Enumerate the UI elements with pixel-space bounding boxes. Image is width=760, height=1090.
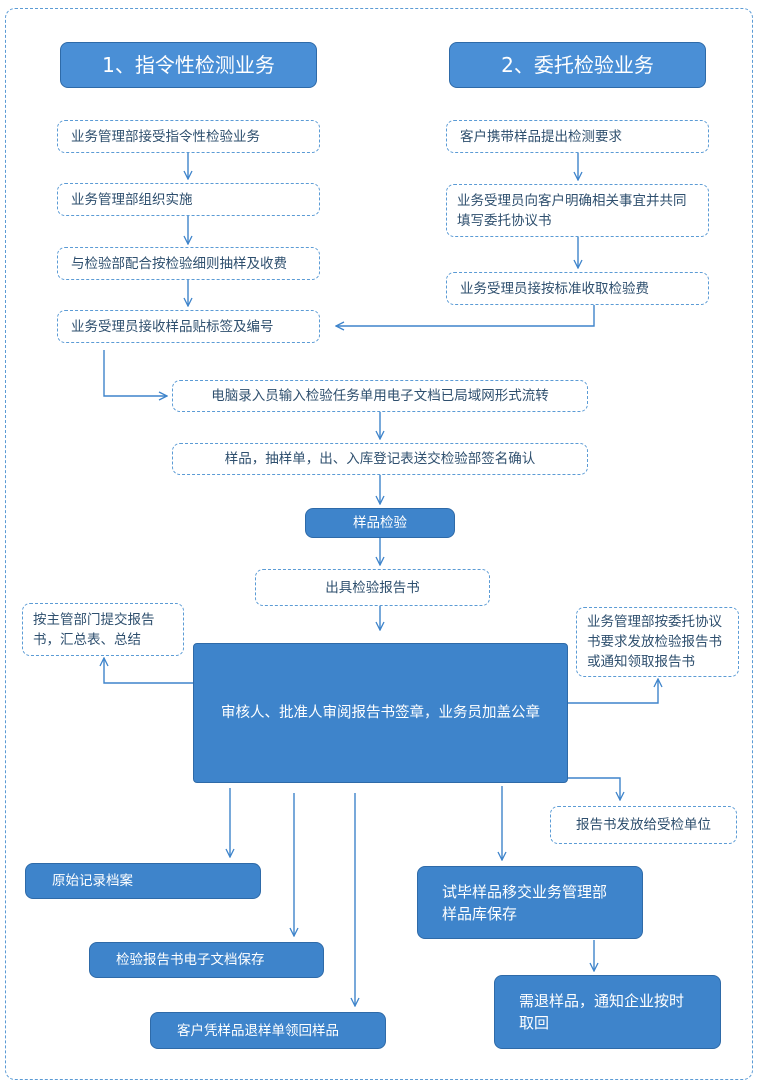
note-report-to-authority: 按主管部门提交报告书，汇总表、总结 [22, 603, 184, 656]
step-customer-request: 客户携带样品提出检测要求 [446, 120, 709, 153]
output-return-sample: 客户凭样品退样单领回样品 [150, 1012, 386, 1049]
header-directive-testing: 1、指令性检测业务 [60, 42, 317, 88]
note-distribute-report: 业务管理部按委托协议书要求发放检验报告书或通知领取报告书 [576, 607, 739, 677]
step-collect-fee: 业务受理员接按标准收取检验费 [446, 272, 709, 305]
note-report-to-client: 报告书发放给受检单位 [550, 806, 737, 844]
arrow [104, 658, 193, 684]
step-accept-directive: 业务管理部接受指令性检验业务 [57, 120, 320, 153]
step-data-entry: 电脑录入员输入检验任务单用电子文档已局域网形式流转 [172, 380, 588, 412]
arrow [336, 304, 595, 326]
arrow [103, 350, 167, 396]
output-electronic-report: 检验报告书电子文档保存 [89, 942, 324, 978]
step-register-confirm: 样品，抽样单，出、入库登记表送交检验部签名确认 [172, 443, 588, 475]
step-fill-agreement: 业务受理员向客户明确相关事宜并共同填写委托协议书 [446, 184, 709, 237]
output-sample-storage: 试毕样品移交业务管理部样品库保存 [417, 866, 643, 939]
arrow [568, 777, 620, 800]
output-original-records: 原始记录档案 [25, 863, 261, 899]
step-sample-inspection: 样品检验 [305, 508, 455, 538]
step-organize: 业务管理部组织实施 [57, 183, 320, 216]
output-notify-return: 需退样品，通知企业按时取回 [494, 975, 721, 1049]
step-label-sample: 业务受理员接收样品贴标签及编号 [57, 310, 320, 343]
step-issue-report: 出具检验报告书 [255, 569, 490, 606]
diagram-frame [5, 8, 753, 1080]
header-commissioned-testing: 2、委托检验业务 [449, 42, 706, 88]
step-review-approve: 审核人、批准人审阅报告书签章，业务员加盖公章 [193, 643, 568, 783]
step-sampling-fee: 与检验部配合按检验细则抽样及收费 [57, 247, 320, 280]
arrow [568, 679, 658, 704]
